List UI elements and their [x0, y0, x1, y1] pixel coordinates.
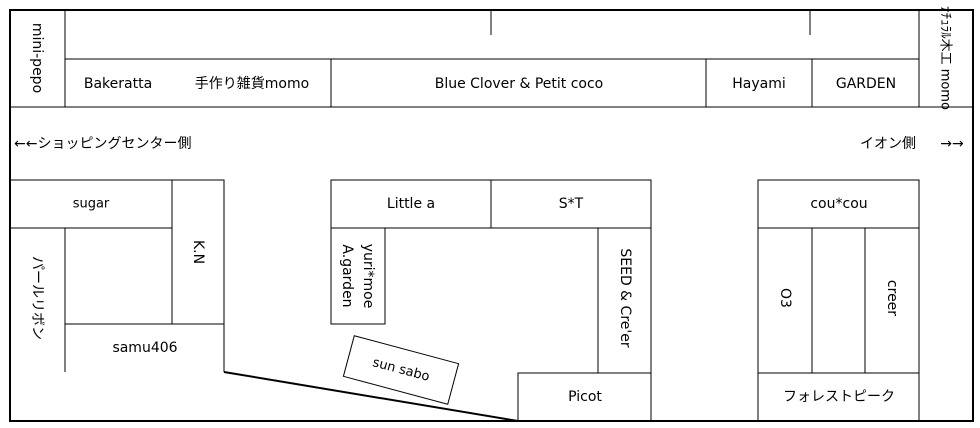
store-yurimoe[interactable]: yuri*moe: [360, 244, 376, 309]
store-sun-sabo[interactable]: sun sabo: [371, 355, 431, 385]
direction-aeon: イオン側: [860, 136, 916, 152]
store-hayami[interactable]: Hayami: [732, 76, 786, 92]
left-block: sugar K.N パールリボン samu406: [10, 179, 225, 372]
direction-shopping-center: ←←ショッピングセンター側: [14, 136, 191, 152]
store-seed-creer[interactable]: SEED & Cre'er: [617, 248, 633, 347]
direction-aeon-arrows: →→: [940, 136, 964, 152]
store-blue-clover-petit-coco[interactable]: Blue Clover & Petit coco: [435, 76, 604, 92]
store-natural-mokko-momo[interactable]: ﾅﾁｭﾗﾙ木工 momo: [938, 6, 953, 110]
store-picot[interactable]: Picot: [568, 389, 602, 405]
store-agarden[interactable]: A.garden: [339, 244, 355, 307]
store-st[interactable]: S*T: [559, 196, 584, 212]
store-mini-pepo[interactable]: mini-pepo: [29, 23, 45, 93]
center-block: Little a S*T yuri*moe A.garden SEED & Cr…: [330, 179, 652, 422]
store-o3[interactable]: O3: [777, 288, 793, 308]
store-samu406[interactable]: samu406: [112, 340, 177, 356]
store-forest-peak[interactable]: フォレストピーク: [783, 389, 895, 405]
store-garden[interactable]: GARDEN: [836, 76, 896, 92]
store-kn[interactable]: K.N: [190, 240, 206, 264]
boundary-diagonal: [223, 371, 519, 422]
store-bakeratta[interactable]: Bakeratta: [84, 76, 152, 92]
store-little-a[interactable]: Little a: [387, 196, 435, 212]
store-pearl-ribbon[interactable]: パールリボン: [29, 256, 45, 340]
right-block: cou*cou O3 creer フォレストピーク: [757, 179, 920, 421]
store-creer[interactable]: creer: [884, 280, 900, 316]
top-row: mini-pepo Bakeratta 手作り雑貨momo Blue Clove…: [10, 6, 972, 110]
store-coucou[interactable]: cou*cou: [810, 196, 867, 212]
store-sugar[interactable]: sugar: [73, 197, 110, 212]
store-tezukuri-momo[interactable]: 手作り雑貨momo: [195, 75, 309, 92]
